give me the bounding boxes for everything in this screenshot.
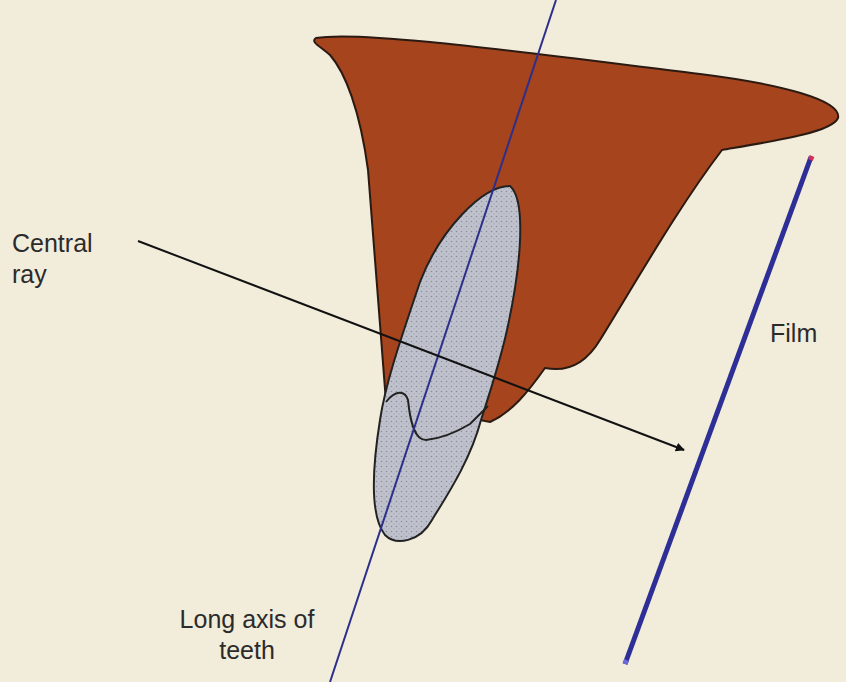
central-ray-arrow <box>138 241 684 450</box>
central-ray-label: Central ray <box>10 228 134 289</box>
tooth <box>374 186 520 541</box>
film-label: Film <box>768 318 842 349</box>
film-end <box>625 660 627 664</box>
cemento-enamel-junction <box>386 393 488 440</box>
long-axis-line <box>330 0 556 682</box>
long-axis-label: Long axis of teeth <box>160 604 334 665</box>
film-end <box>811 156 813 160</box>
film <box>625 157 811 664</box>
